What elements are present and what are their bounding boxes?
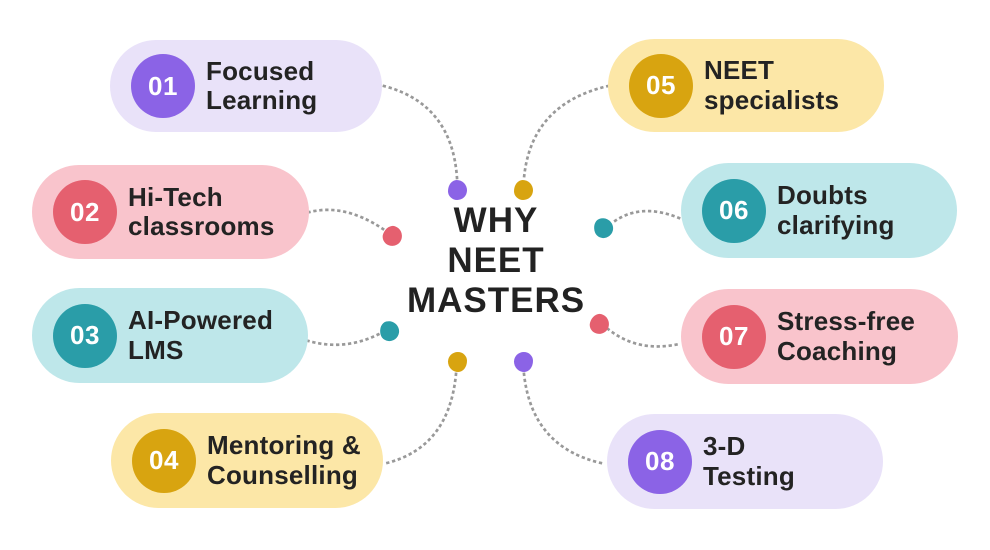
connector-05	[522, 84, 610, 180]
item-label: NEET specialists	[704, 55, 840, 115]
item-pill-03: 03 AI-Powered LMS	[32, 288, 308, 383]
connector-dot-05	[514, 180, 533, 200]
item-number-badge: 05	[629, 53, 693, 118]
item-number-badge: 06	[702, 178, 766, 243]
item-label: AI-Powered LMS	[128, 305, 274, 365]
item-label: 3-D Testing	[703, 431, 795, 491]
item-number-badge: 08	[628, 429, 692, 494]
item-number-badge: 03	[53, 303, 117, 368]
item-number-badge: 07	[702, 304, 766, 369]
connector-03	[300, 331, 383, 347]
connector-07	[606, 327, 681, 348]
item-label: Doubts clarifying	[777, 180, 895, 240]
item-label: Mentoring & Counselling	[207, 430, 361, 490]
connector-08	[522, 372, 603, 465]
item-pill-05: 05 NEET specialists	[608, 39, 884, 132]
item-pill-07: 07 Stress-free Coaching	[681, 289, 958, 384]
center-title: WHY NEET MASTERS	[406, 201, 586, 320]
item-number-badge: 02	[53, 180, 117, 244]
connector-02	[301, 208, 385, 231]
item-pill-06: 06 Doubts clarifying	[681, 163, 957, 258]
connector-dot-08	[514, 352, 533, 372]
item-number-badge: 01	[131, 54, 195, 118]
item-pill-02: 02 Hi-Tech classrooms	[32, 165, 309, 259]
item-label: Stress-free Coaching	[777, 306, 916, 366]
item-label: Focused Learning	[206, 55, 318, 115]
item-pill-04: 04 Mentoring & Counselling	[111, 413, 383, 508]
item-label: Hi-Tech classrooms	[128, 181, 275, 241]
item-number-badge: 04	[132, 428, 196, 493]
connector-dot-01	[448, 180, 467, 200]
connector-06	[610, 209, 681, 225]
item-pill-08: 08 3-D Testing	[607, 414, 883, 509]
item-pill-01: 01 Focused Learning	[110, 40, 382, 132]
connector-04	[385, 372, 458, 465]
connector-dot-04	[448, 352, 467, 372]
connector-01	[382, 84, 459, 180]
